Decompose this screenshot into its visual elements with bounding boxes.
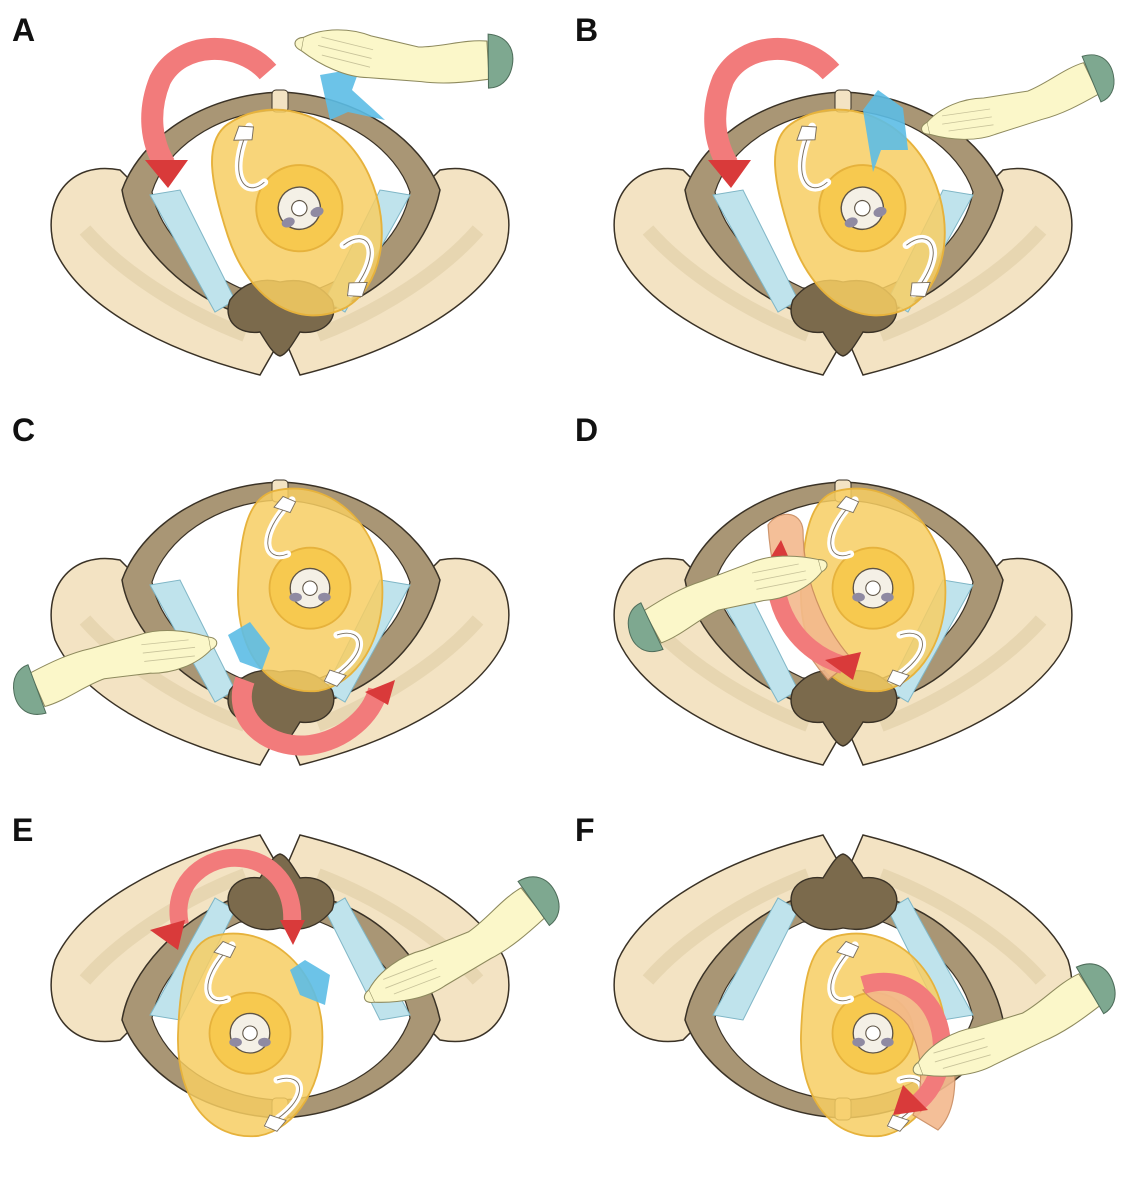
panel-c: C (0, 400, 563, 800)
panel-b: B (563, 0, 1126, 400)
panel-c-illustration (7, 400, 563, 800)
panel-e: E (0, 800, 563, 1200)
panel-a-illustration (0, 0, 518, 400)
panel-b-illustration (563, 37, 1122, 400)
rotation-arrow (231, 676, 395, 756)
panel-a: A (0, 0, 563, 400)
glove-hand (913, 50, 1122, 151)
panel-label: D (575, 412, 599, 448)
panel-e-illustration (0, 800, 563, 1200)
rotation-arrow (704, 37, 840, 188)
panel-d: D (563, 400, 1126, 800)
panel-label: C (12, 412, 36, 448)
rotation-arrow (141, 37, 277, 188)
panel-label: B (575, 12, 599, 48)
panel-label: E (12, 812, 34, 848)
rotation-arrow (150, 848, 305, 950)
panel-label: A (12, 12, 36, 48)
panel-d-illustration (563, 400, 1126, 800)
pressure-arrow (228, 622, 270, 670)
pressure-arrow (290, 960, 330, 1005)
panel-f: F (563, 800, 1126, 1200)
pressure-arrow (863, 90, 908, 172)
panel-f-illustration (563, 800, 1126, 1200)
panel-label: F (575, 812, 595, 848)
pressure-arrow (320, 68, 385, 120)
